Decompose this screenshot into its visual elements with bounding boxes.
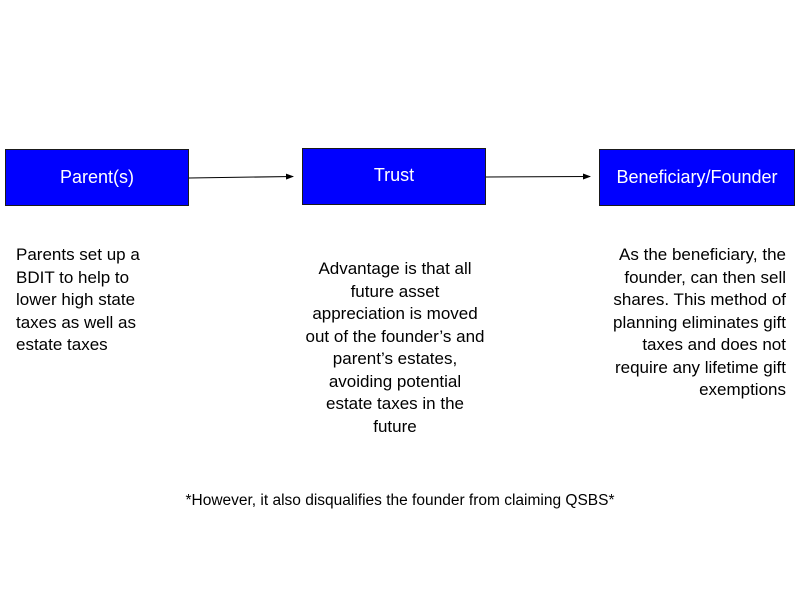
trust-description: Advantage is that all future asset appre…: [305, 259, 485, 436]
trust-box-label: Trust: [373, 164, 415, 185]
arrow-parents-to-trust: [188, 173, 294, 180]
parents-box: Parent(s): [5, 149, 189, 206]
parents-box-label: Parent(s): [59, 167, 135, 187]
arrow-trust-to-founder: [485, 173, 591, 180]
founder-description: As the beneficiary, the founder, can the…: [613, 245, 786, 399]
qsbs-footnote: *However, it also disqualifies the found…: [185, 492, 615, 509]
trust-box: Trust: [302, 148, 486, 205]
beneficiary-founder-box-label: Beneficiary/Founder: [616, 167, 778, 187]
beneficiary-founder-box: Beneficiary/Founder: [599, 149, 795, 206]
parents-description: Parents set up a BDIT to help to lower h…: [16, 245, 140, 354]
